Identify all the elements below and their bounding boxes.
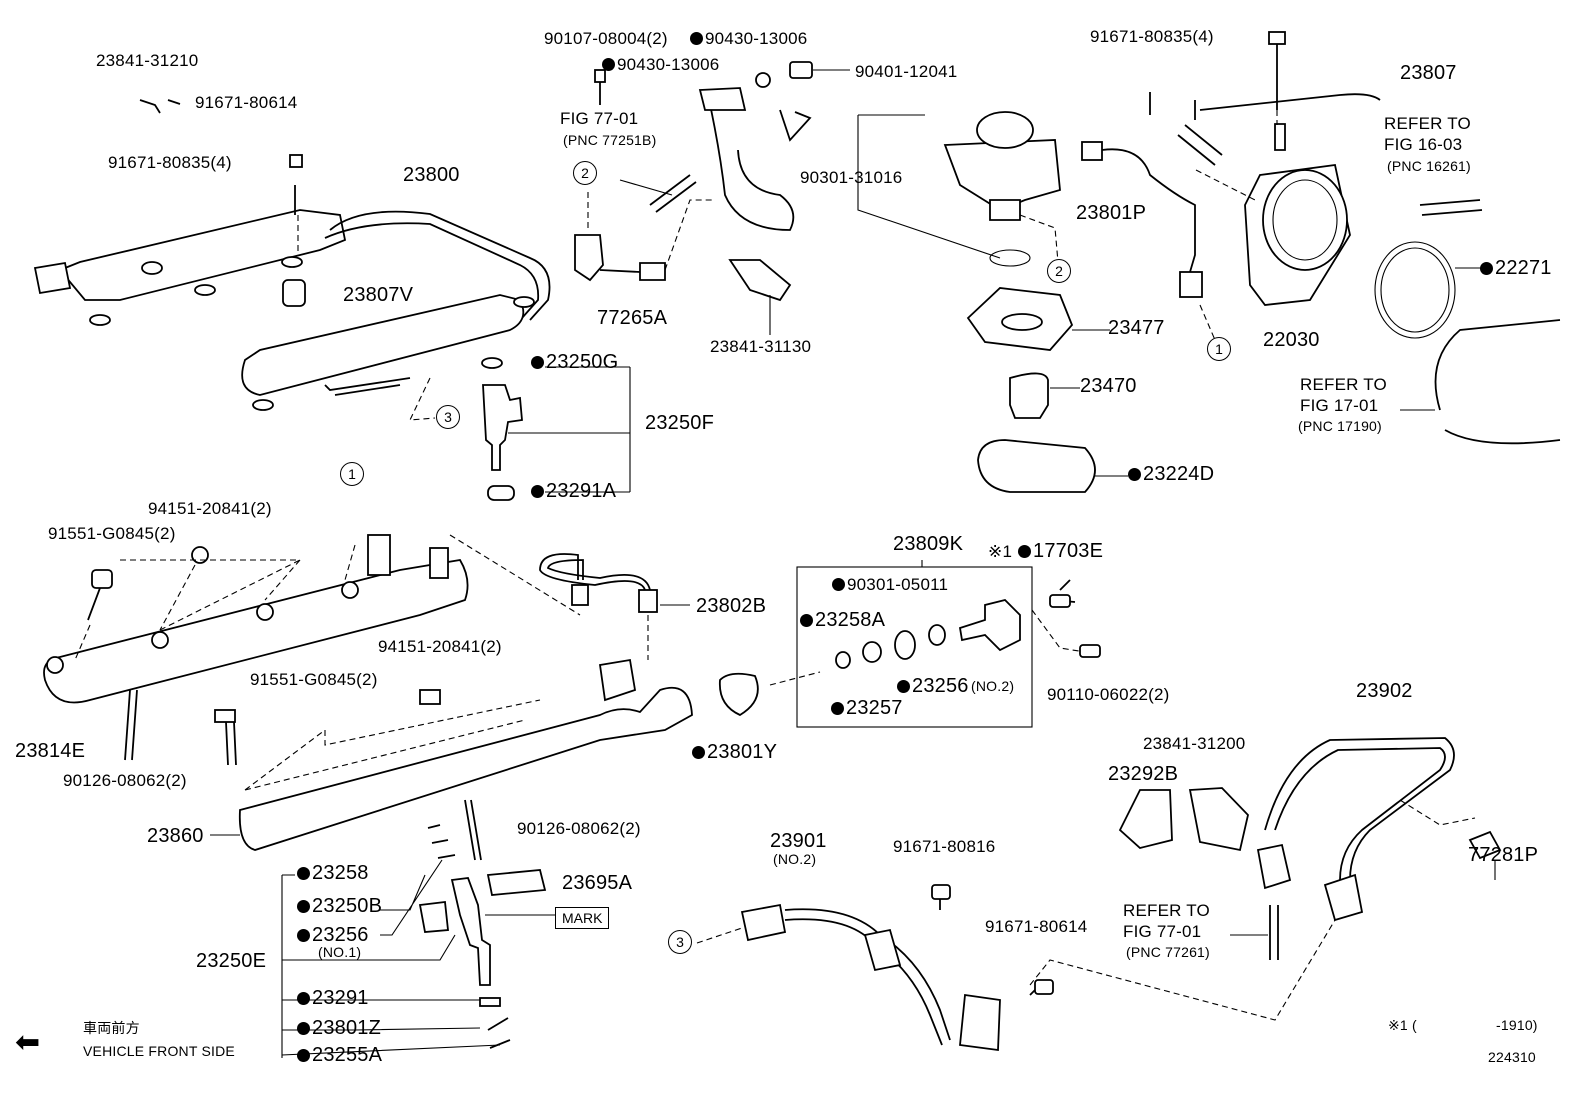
part-label: 23801P (1076, 202, 1147, 224)
part-label: (NO.2) (971, 678, 1015, 694)
part-label: 90126-08062(2) (517, 819, 641, 838)
fuel-hose-assembly (574, 61, 850, 335)
part-label: 23809K (893, 533, 964, 555)
part-label: ※1 (988, 542, 1013, 561)
part-label: 23841-31200 (1143, 734, 1246, 753)
fuel-pump-23477 (857, 111, 1128, 493)
injector-23250f (481, 357, 631, 501)
part-label: (PNC 77261) (1126, 944, 1210, 960)
callout-marker: 3 (436, 405, 460, 429)
part-label: 22030 (1263, 329, 1320, 351)
part-label: -1910) (1496, 1017, 1538, 1033)
part-label: 23250G (531, 352, 618, 372)
part-label: 90401-12041 (855, 62, 958, 81)
part-label: 23807V (343, 284, 414, 306)
part-label: 90126-08062(2) (63, 771, 187, 790)
part-label: 23250F (645, 412, 715, 434)
diagram-number: 224310 (1488, 1049, 1536, 1065)
part-label: 23292B (1108, 763, 1179, 785)
part-label: 車両前方 (83, 1020, 140, 1036)
part-label: (PNC 16261) (1387, 158, 1471, 174)
part-label: 90107-08004(2) (544, 29, 668, 48)
injector-23250e (281, 824, 560, 1058)
fuel-pipe-23802b (539, 553, 690, 660)
part-label: 90301-05011 (832, 576, 948, 593)
part-label: 23255A (297, 1045, 382, 1065)
part-label: 77281P (1468, 844, 1539, 866)
part-label: 23256 (897, 676, 969, 696)
part-label: 23250B (297, 896, 382, 916)
part-label: 23801Y (692, 742, 777, 762)
part-label: 23258 (297, 863, 369, 883)
part-label: ※1 ( (1388, 1017, 1417, 1033)
part-label: 23477 (1108, 317, 1165, 339)
part-label: 91671-80835(4) (108, 153, 232, 172)
callout-marker: 1 (340, 462, 364, 486)
part-label: 23291 (297, 988, 369, 1008)
part-label: 23256 (297, 925, 369, 945)
part-label: 23841-31210 (96, 51, 199, 70)
part-label: REFER TO (1384, 114, 1471, 133)
throttle-body-22030 (1149, 31, 1561, 445)
part-label: 77265A (597, 307, 668, 329)
part-label: (NO.2) (773, 851, 817, 867)
part-label: 91671-80835(4) (1090, 27, 1214, 46)
part-label: 23901 (770, 830, 827, 852)
part-label: (NO.1) (318, 944, 362, 960)
fuel-rail-23814e (43, 534, 581, 761)
part-label: FIG 77-01 (560, 109, 639, 128)
part-label: REFER TO (1300, 375, 1387, 394)
hose-23902 (1118, 737, 1502, 922)
part-label: 94151-20841(2) (378, 637, 502, 656)
part-label: 90110-06022(2) (1047, 685, 1170, 704)
part-label: FIG 77-01 (1123, 922, 1202, 941)
part-label: REFER TO (1123, 901, 1210, 920)
part-label: 90430-13006 (690, 30, 807, 47)
part-label: 91671-80614 (195, 93, 298, 112)
part-label: 91671-80614 (985, 917, 1088, 936)
callout-marker: 1 (1207, 337, 1231, 361)
part-label: FIG 17-01 (1300, 396, 1379, 415)
part-label: 23902 (1356, 680, 1413, 702)
part-label: 23250E (196, 950, 267, 972)
callout-marker: 3 (668, 930, 692, 954)
part-label: 23801Z (297, 1018, 381, 1038)
part-label: 23224D (1128, 464, 1214, 484)
harness-23901 (696, 884, 1336, 1052)
part-label: 23800 (403, 164, 460, 186)
part-label: 94151-20841(2) (148, 499, 272, 518)
part-label: 17703E (1018, 541, 1103, 561)
part-label: 23258A (800, 610, 885, 630)
part-label: 90430-13006 (602, 56, 719, 73)
part-label: 22271 (1480, 258, 1552, 278)
part-label: VEHICLE FRONT SIDE (83, 1043, 235, 1059)
fuel-rail-23860 (210, 658, 693, 861)
part-label: FIG 16-03 (1384, 135, 1463, 154)
part-label: 23291A (531, 481, 616, 501)
part-label: 23802B (696, 595, 767, 617)
part-label: 91671-80816 (893, 837, 996, 856)
callout-marker: 2 (1047, 259, 1071, 283)
vehicle-front-arrow-icon: ⬅ (15, 1025, 41, 1060)
part-label: 23695A (562, 872, 633, 894)
sensor-assembly-23809k (718, 560, 1101, 728)
callout-marker: 2 (573, 161, 597, 185)
part-label: 91551-G0845(2) (250, 670, 378, 689)
part-label: (PNC 17190) (1298, 418, 1382, 434)
part-label: 23860 (147, 825, 204, 847)
part-label: 23814E (15, 740, 86, 762)
fuel-rail-upper (33, 99, 551, 421)
mark-label-box: MARK (555, 907, 610, 929)
part-label: 23257 (831, 698, 903, 718)
part-label: 23470 (1080, 375, 1137, 397)
part-label: 23841-31130 (710, 337, 812, 356)
part-label: 91551-G0845(2) (48, 524, 176, 543)
part-label: 90301-31016 (800, 168, 903, 187)
fuel-pipe-23801p (1081, 141, 1216, 341)
part-label: (PNC 77251B) (563, 132, 657, 148)
part-label: 23807 (1400, 62, 1457, 84)
